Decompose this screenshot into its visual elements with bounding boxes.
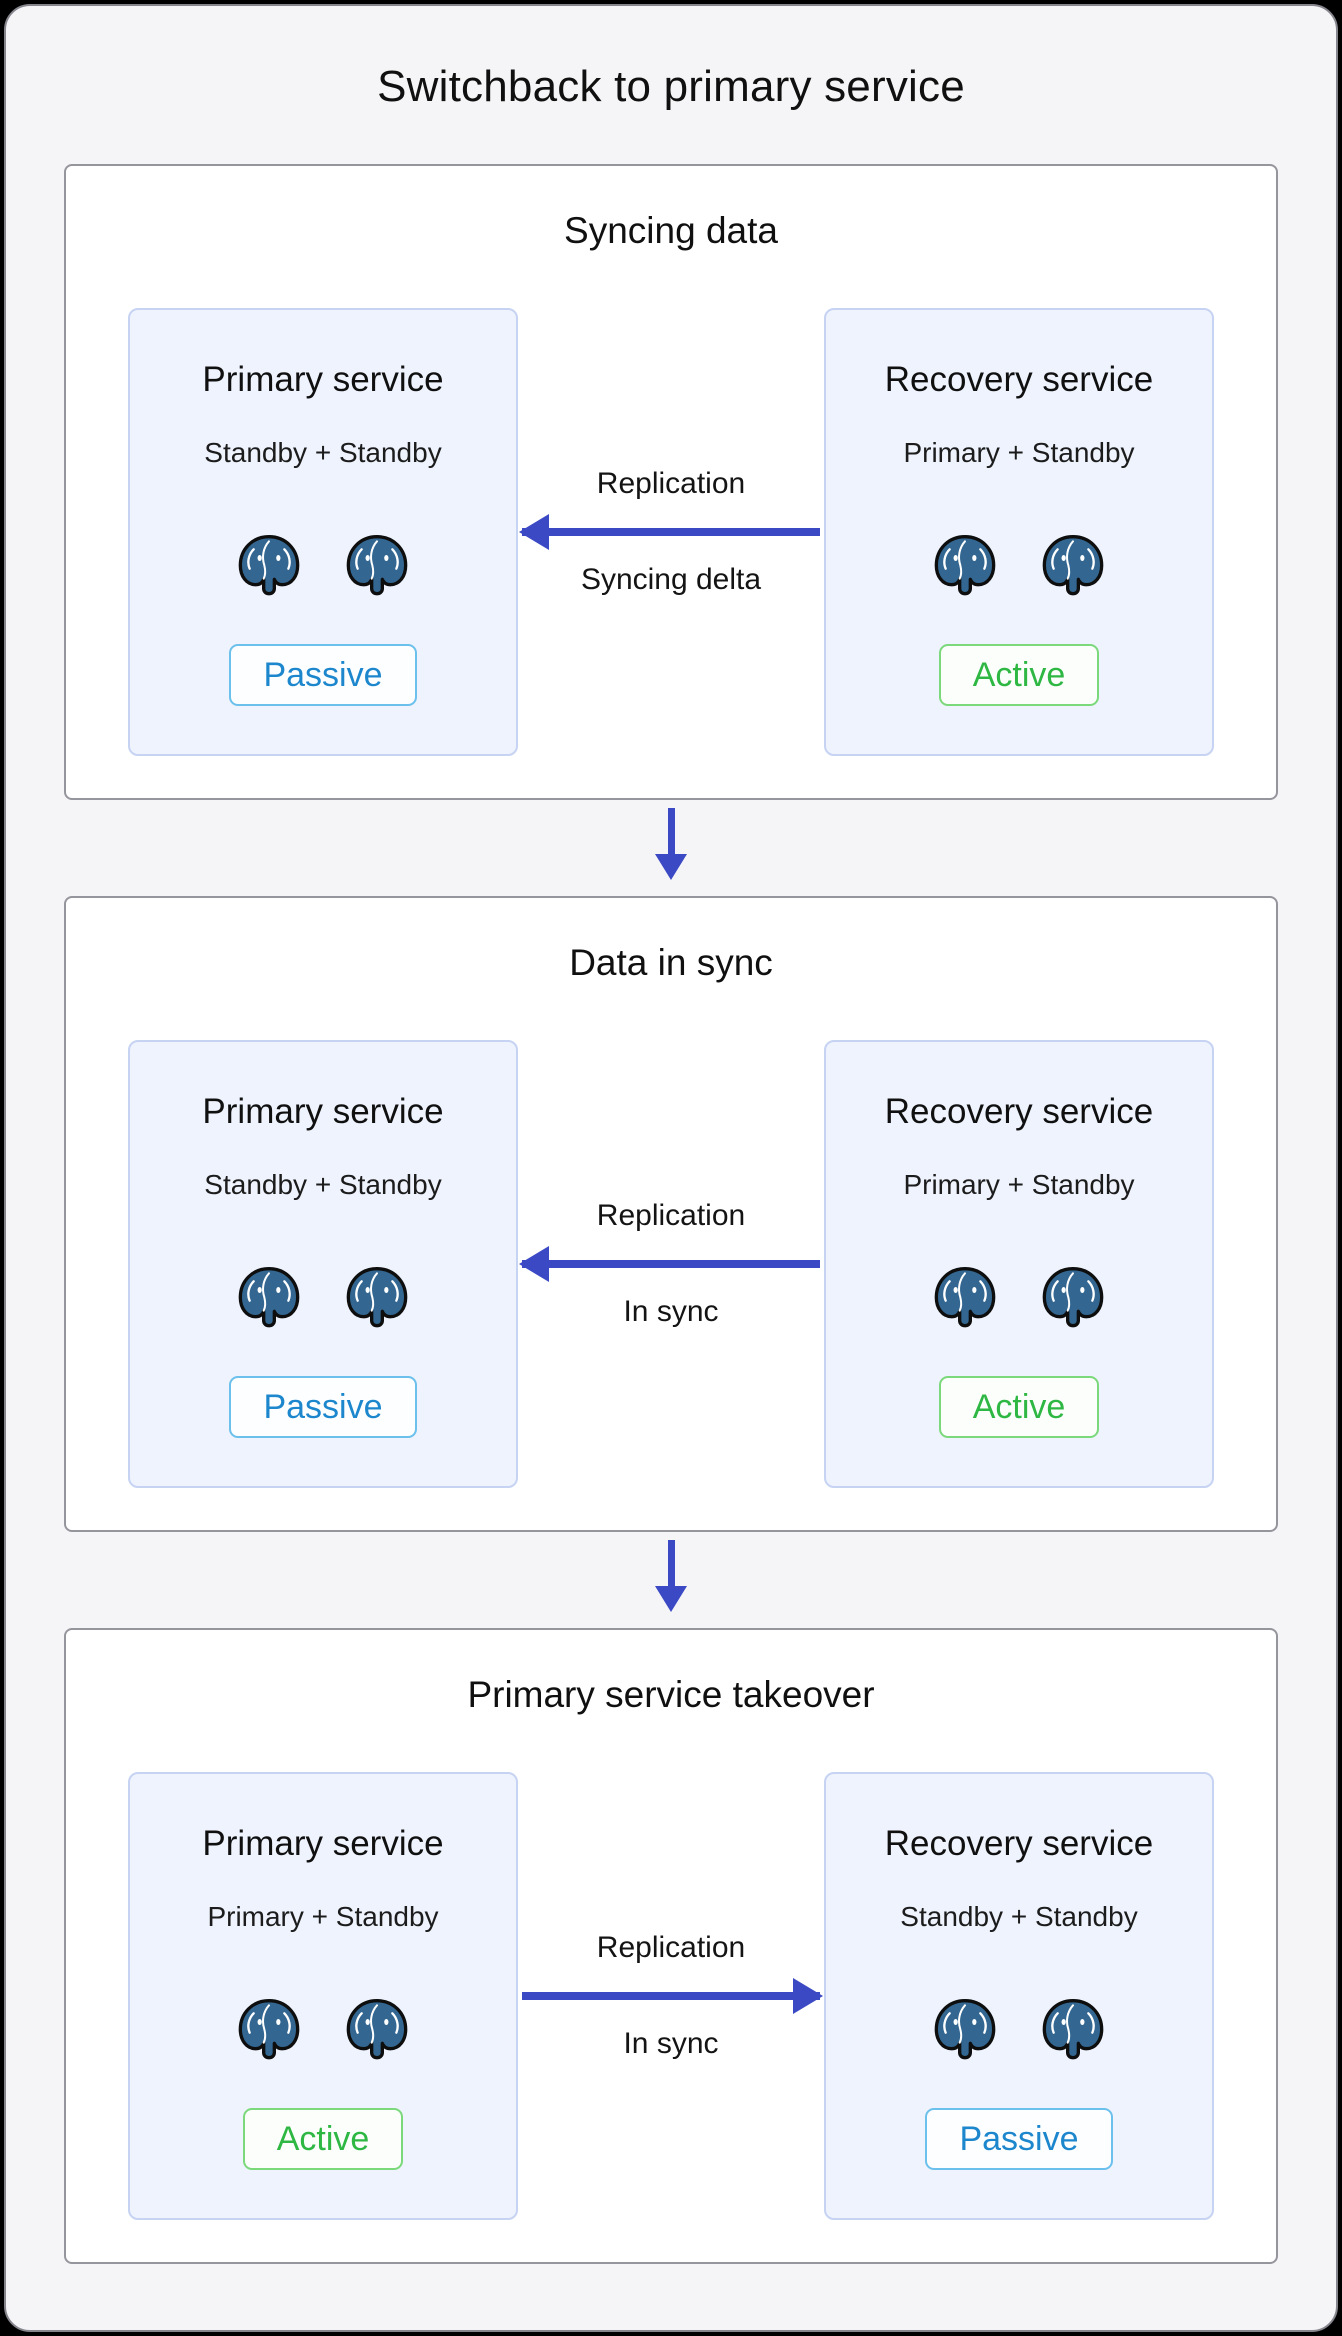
stage-data-in-sync: Data in sync Primary service Standby + S… bbox=[64, 896, 1278, 1532]
postgres-instances bbox=[235, 1260, 411, 1332]
stage-connector bbox=[6, 1532, 1336, 1628]
service-title: Recovery service bbox=[884, 360, 1154, 399]
flow-down-arrow-icon bbox=[667, 808, 675, 854]
replication-arrow-left-icon bbox=[519, 1246, 820, 1282]
flow-down-arrow-icon bbox=[667, 1540, 675, 1586]
stage-title: Syncing data bbox=[564, 210, 778, 251]
primary-service-box: Primary service Standby + Standby Passiv… bbox=[128, 1040, 518, 1488]
replication-arrow-right-icon bbox=[522, 1978, 823, 2014]
postgresql-elephant-icon bbox=[238, 535, 300, 596]
status-badge-active: Active bbox=[242, 2108, 404, 2170]
stage-primary-service-takeover: Primary service takeover Primary service… bbox=[64, 1628, 1278, 2264]
replication-arrow-group: Replication In sync bbox=[518, 1930, 824, 2062]
stage-syncing-data: Syncing data Primary service Standby + S… bbox=[64, 164, 1278, 800]
service-topology: Primary + Standby bbox=[903, 1169, 1135, 1200]
service-topology: Standby + Standby bbox=[900, 1901, 1138, 1932]
postgresql-elephant-icon bbox=[238, 1999, 300, 2060]
diagram-title: Switchback to primary service bbox=[377, 62, 965, 111]
postgresql-elephant-icon bbox=[934, 535, 996, 596]
service-topology: Standby + Standby bbox=[204, 1169, 442, 1200]
sync-status-label: In sync bbox=[623, 1295, 719, 1328]
stage-connector bbox=[6, 800, 1336, 896]
recovery-service-box: Recovery service Primary + Standby Activ… bbox=[824, 1040, 1214, 1488]
primary-service-box: Primary service Standby + Standby Passiv… bbox=[128, 308, 518, 756]
stage-row: Primary service Standby + Standby Passiv… bbox=[66, 1040, 1276, 1488]
postgresql-elephant-icon bbox=[346, 535, 408, 596]
postgres-instances bbox=[235, 528, 411, 600]
status-badge-active: Active bbox=[938, 644, 1100, 706]
service-topology: Primary + Standby bbox=[903, 437, 1135, 468]
stage-row: Primary service Standby + Standby Passiv… bbox=[66, 308, 1276, 756]
replication-arrow-left-icon bbox=[519, 514, 820, 550]
postgresql-elephant-icon bbox=[934, 1999, 996, 2060]
postgres-instances bbox=[931, 528, 1107, 600]
postgresql-elephant-icon bbox=[346, 1267, 408, 1328]
postgresql-elephant-icon bbox=[1042, 1267, 1104, 1328]
postgresql-elephant-icon bbox=[934, 1267, 996, 1328]
postgresql-elephant-icon bbox=[1042, 1999, 1104, 2060]
recovery-service-box: Recovery service Primary + Standby Activ… bbox=[824, 308, 1214, 756]
postgresql-elephant-icon bbox=[1042, 535, 1104, 596]
sync-status-label: In sync bbox=[623, 2027, 719, 2060]
postgresql-elephant-icon bbox=[238, 1267, 300, 1328]
replication-label: Replication bbox=[596, 1931, 746, 1964]
service-title: Primary service bbox=[202, 1824, 444, 1863]
status-badge-passive: Passive bbox=[925, 2108, 1113, 2170]
service-topology: Standby + Standby bbox=[204, 437, 442, 468]
postgres-instances bbox=[931, 1260, 1107, 1332]
stage-title: Data in sync bbox=[569, 942, 773, 983]
diagram-canvas: Switchback to primary service Syncing da… bbox=[4, 4, 1338, 2332]
postgres-instances bbox=[235, 1992, 411, 2064]
replication-arrow-group: Replication In sync bbox=[518, 1198, 824, 1330]
service-title: Recovery service bbox=[884, 1092, 1154, 1131]
replication-label: Replication bbox=[596, 467, 746, 500]
status-badge-passive: Passive bbox=[229, 644, 417, 706]
stage-row: Primary service Primary + Standby Active… bbox=[66, 1772, 1276, 2220]
recovery-service-box: Recovery service Standby + Standby Passi… bbox=[824, 1772, 1214, 2220]
status-badge-passive: Passive bbox=[229, 1376, 417, 1438]
postgres-instances bbox=[931, 1992, 1107, 2064]
sync-status-label: Syncing delta bbox=[580, 563, 762, 596]
status-badge-active: Active bbox=[938, 1376, 1100, 1438]
replication-label: Replication bbox=[596, 1199, 746, 1232]
service-title: Primary service bbox=[202, 1092, 444, 1131]
service-title: Primary service bbox=[202, 360, 444, 399]
service-topology: Primary + Standby bbox=[207, 1901, 439, 1932]
service-title: Recovery service bbox=[884, 1824, 1154, 1863]
postgresql-elephant-icon bbox=[346, 1999, 408, 2060]
replication-arrow-group: Replication Syncing delta bbox=[518, 466, 824, 598]
primary-service-box: Primary service Primary + Standby Active bbox=[128, 1772, 518, 2220]
stage-title: Primary service takeover bbox=[467, 1674, 875, 1715]
